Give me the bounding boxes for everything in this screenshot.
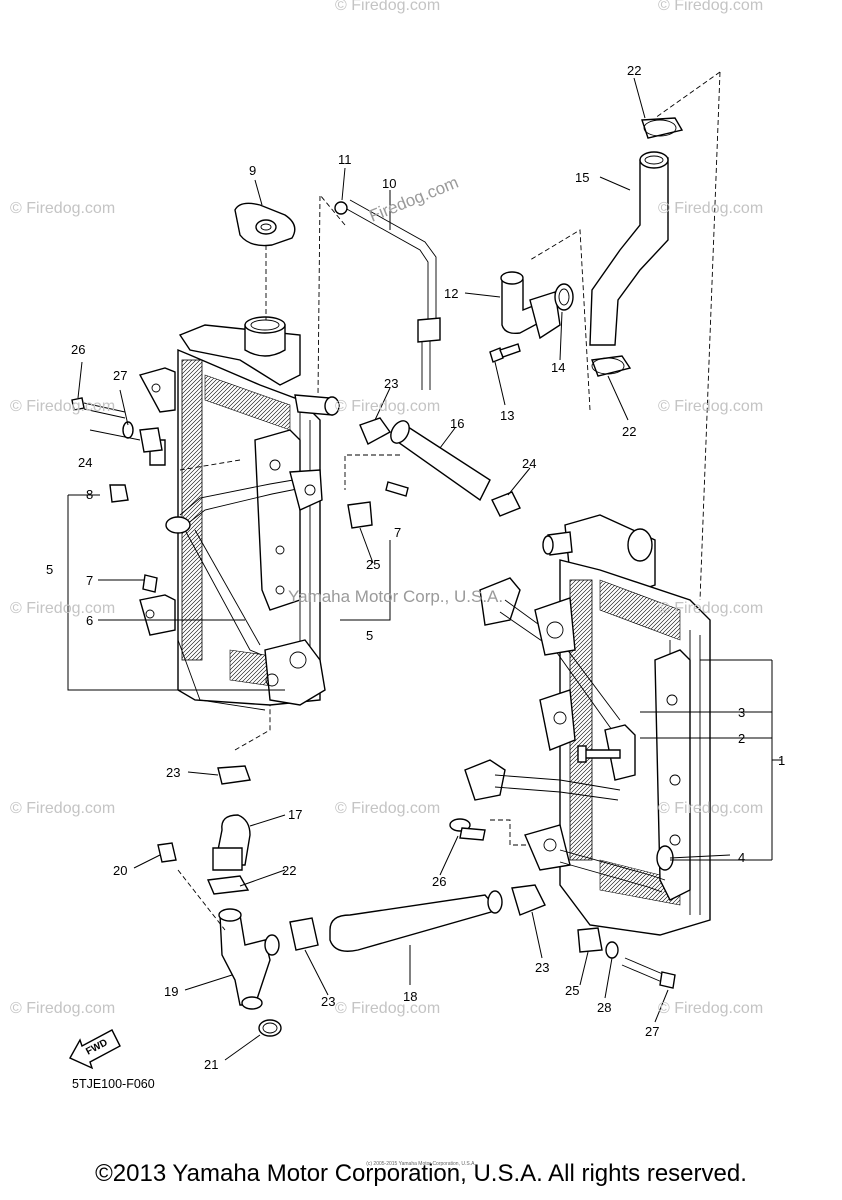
callout-24: 23 — [384, 376, 398, 391]
watermark: © Firedog.com — [10, 600, 115, 617]
callout-3: 3 — [738, 705, 745, 720]
callout-26: 26 — [432, 874, 446, 889]
radiator-exploded-view: © Firedog.com © Firedog.com © Firedog.co… — [10, 0, 785, 1091]
lower-hoses — [157, 765, 546, 1037]
watermarks: © Firedog.com © Firedog.com © Firedog.co… — [10, 0, 763, 1017]
callout-7: 7 — [394, 525, 401, 540]
callout-25: 24 — [78, 455, 92, 470]
callout-9: 9 — [249, 163, 256, 178]
callout-6: 6 — [86, 613, 93, 628]
watermark: © Firedog.com — [335, 0, 440, 14]
callout-14: 14 — [551, 360, 565, 375]
callout-22: 22 — [282, 863, 296, 878]
watermark: © Firedog.com — [335, 398, 440, 415]
copyright-notice: ©2013 Yamaha Motor Corporation, U.S.A. A… — [95, 1160, 747, 1187]
callout-17: 17 — [288, 807, 302, 822]
callout-18: 18 — [403, 989, 417, 1004]
left-radiator — [109, 316, 340, 711]
watermark-brand: Firedog.com — [366, 173, 461, 226]
watermark: © Firedog.com — [658, 0, 763, 14]
upper-hose — [589, 117, 684, 377]
middle-hose — [359, 417, 521, 517]
callout-24: 24 — [522, 456, 536, 471]
right-radiator — [464, 514, 711, 936]
watermark: © Firedog.com — [335, 1000, 440, 1017]
watermark: © Firedog.com — [658, 398, 763, 415]
callout-5: 5 — [46, 562, 53, 577]
callout-2: 2 — [738, 731, 745, 746]
callout-27: 26 — [71, 342, 85, 357]
callout-28: 27 — [113, 368, 127, 383]
callout-11: 11 — [338, 152, 352, 167]
callout-13: 13 — [500, 408, 514, 423]
hardware — [71, 397, 676, 989]
watermark: © Firedog.com — [10, 398, 115, 415]
watermark: © Firedog.com — [658, 200, 763, 217]
callout-4: 4 — [738, 850, 745, 865]
callout-25: 25 — [565, 983, 579, 998]
watermark: © Firedog.com — [10, 1000, 115, 1017]
callout-23: 23 — [535, 960, 549, 975]
callout-12: 12 — [444, 286, 458, 301]
callout-8: 8 — [86, 487, 93, 502]
watermark: © Firedog.com — [335, 800, 440, 817]
breather-hose — [334, 199, 441, 390]
watermark: © Firedog.com — [658, 600, 763, 617]
diagram-code: 5TJE100-F060 — [72, 1077, 155, 1091]
water-joint — [489, 271, 574, 363]
callout-16: 16 — [450, 416, 464, 431]
callout-21: 21 — [204, 1057, 218, 1072]
watermark: © Firedog.com — [658, 1000, 763, 1017]
watermark: © Firedog.com — [658, 800, 763, 817]
radiator-cap — [234, 202, 296, 247]
callout-23: 23 — [321, 994, 335, 1009]
watermark: © Firedog.com — [10, 200, 115, 217]
callout-10: 10 — [382, 176, 396, 191]
watermark-center: Yamaha Motor Corp., U.S.A. — [288, 587, 503, 606]
callout-27: 27 — [645, 1024, 659, 1039]
callout-1: 1 — [778, 753, 785, 768]
callout-28: 28 — [597, 1000, 611, 1015]
callout-5: 5 — [366, 628, 373, 643]
forward-arrow: FWD — [69, 1029, 121, 1070]
callout-20: 20 — [113, 863, 127, 878]
callout-labels: 1 2 3 4 5 5 6 7 7 8 9 10 11 12 13 14 15 … — [46, 63, 785, 1072]
callout-22: 22 — [627, 63, 641, 78]
leader-lines — [67, 71, 782, 1061]
callout-23: 23 — [166, 765, 180, 780]
watermark: © Firedog.com — [10, 800, 115, 817]
callout-19: 19 — [164, 984, 178, 999]
callout-22: 22 — [622, 424, 636, 439]
callout-15: 15 — [575, 170, 589, 185]
fine-print: (c) 2005-2015 Yamaha Motor Corporation, … — [366, 1161, 476, 1167]
callout-26: 25 — [366, 557, 380, 572]
callout-7: 7 — [86, 573, 93, 588]
